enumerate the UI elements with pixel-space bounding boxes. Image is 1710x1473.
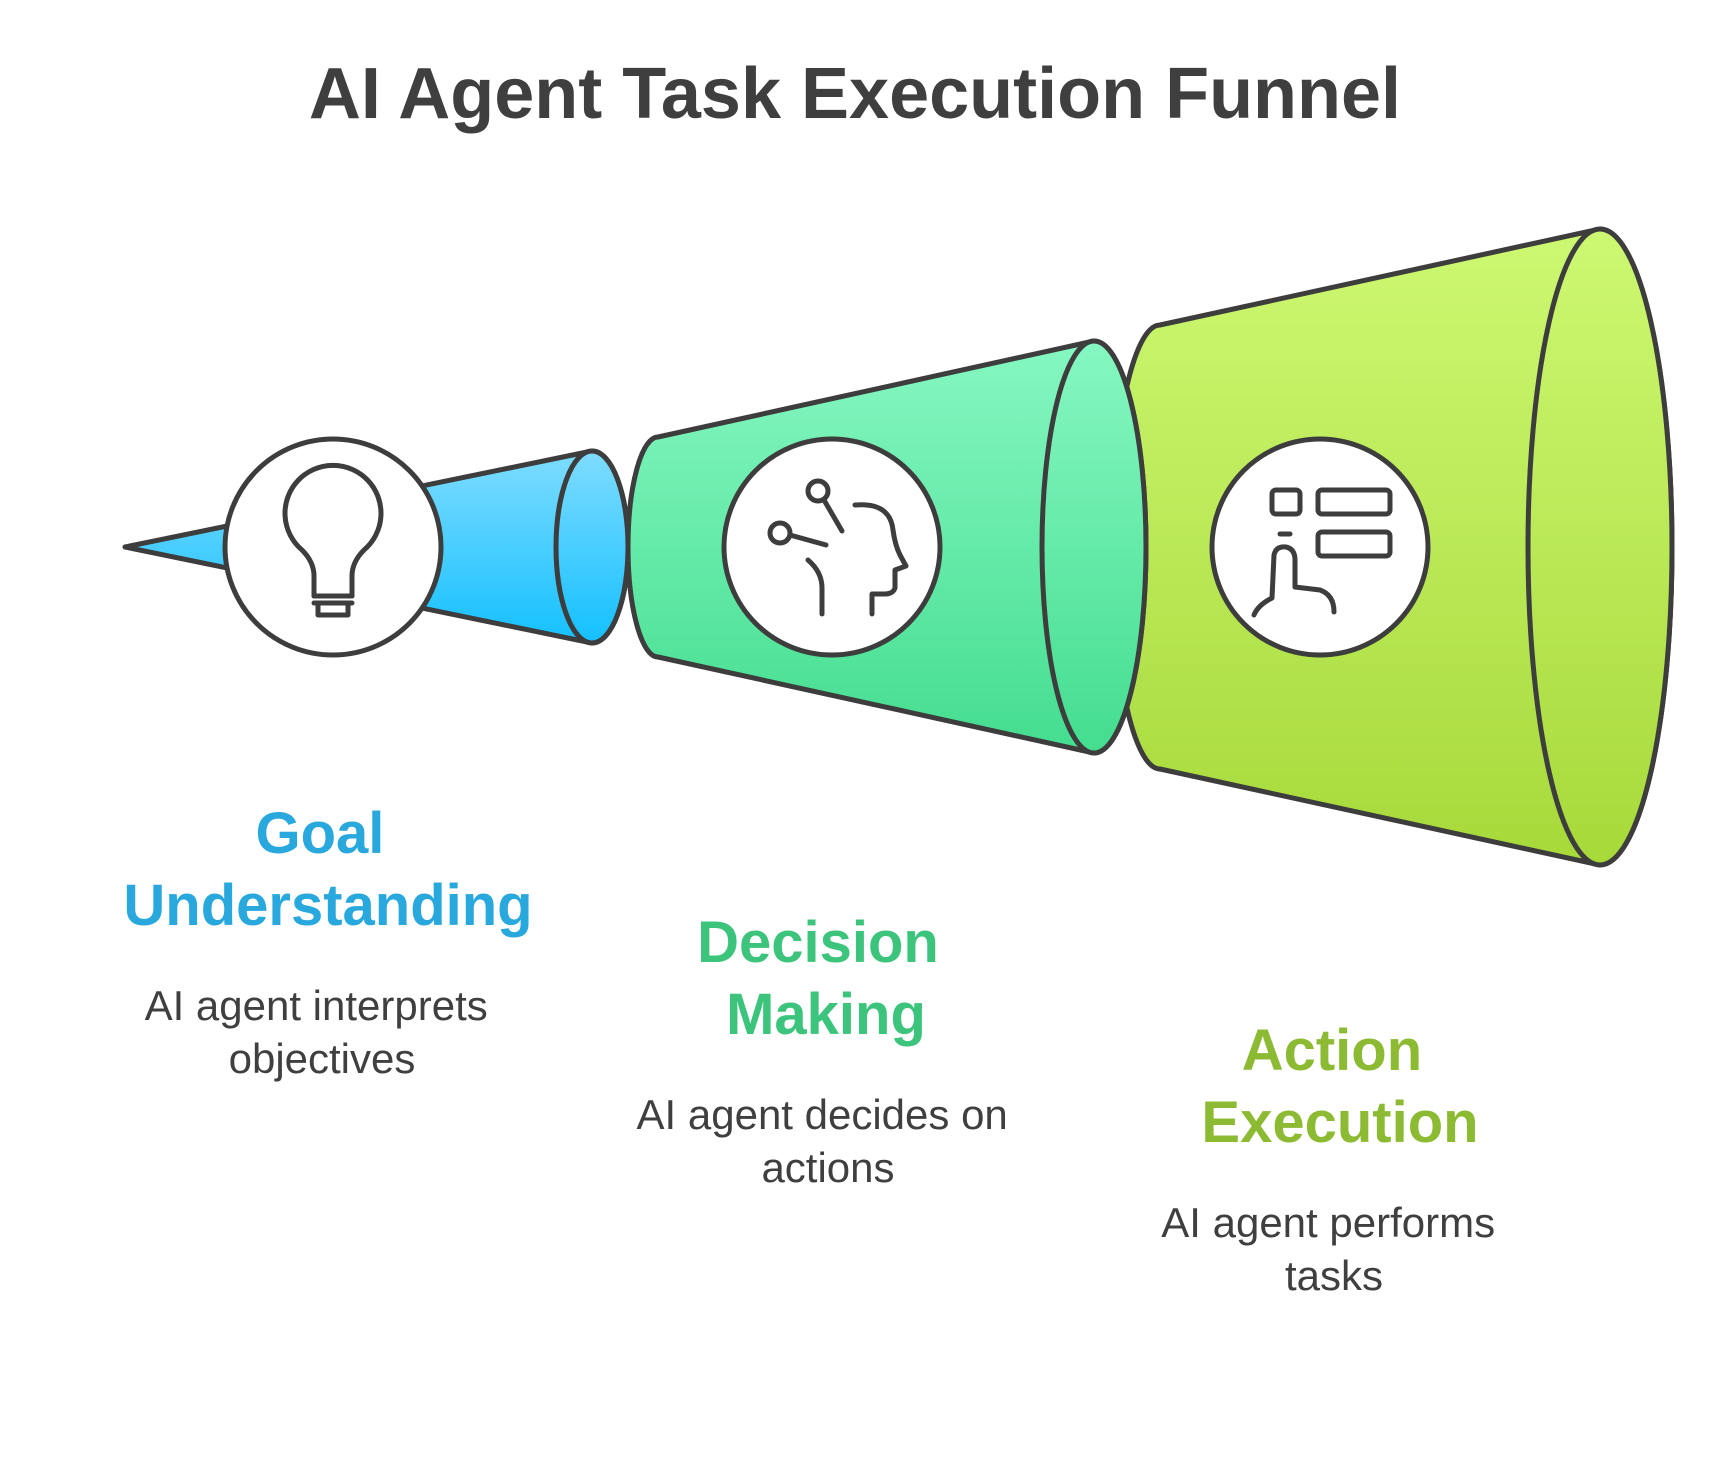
lightbulb-icon xyxy=(222,436,444,658)
stage-description-line: AI agent interprets xyxy=(145,982,488,1029)
svg-text:Action Execution: Action Execution xyxy=(1201,1018,1478,1155)
stage-label-action-execution: Action Execution AI agent performs tasks xyxy=(1161,1018,1507,1299)
stage-title-line: Making xyxy=(726,982,926,1047)
touch-interface-icon xyxy=(1209,436,1431,658)
stage-description-line: objectives xyxy=(229,1035,416,1082)
stage-description-line: AI agent decides on xyxy=(637,1091,1008,1138)
stage-title-line: Decision xyxy=(697,910,939,975)
stage-label-goal-understanding: Goal Understanding AI agent interprets o… xyxy=(123,801,532,1082)
svg-text:AI agent interprets obje: AI agent interprets objectives xyxy=(145,982,500,1082)
svg-text:Decision Making: Decision Making xyxy=(697,910,955,1047)
stage-description-line: tasks xyxy=(1285,1252,1383,1299)
head-network-icon xyxy=(721,436,943,658)
stage-title-line: Understanding xyxy=(123,873,532,938)
page-title: AI Agent Task Execution Funnel xyxy=(309,54,1401,134)
stage-title-line: Goal xyxy=(255,801,384,866)
stage-description-line: AI agent performs xyxy=(1161,1199,1495,1246)
svg-text:Goal Understanding: Goal Understanding xyxy=(123,801,532,938)
stage-label-decision-making: Decision Making AI agent decides on acti… xyxy=(637,910,1020,1191)
svg-text:AI agent performs tasks: AI agent performs tasks xyxy=(1161,1199,1507,1299)
stage-title-line: Execution xyxy=(1201,1090,1478,1155)
stage-description-line: actions xyxy=(761,1144,894,1191)
stage-title-line: Action xyxy=(1242,1018,1422,1083)
svg-text:AI agent decides on acti: AI agent decides on actions xyxy=(637,1091,1020,1191)
